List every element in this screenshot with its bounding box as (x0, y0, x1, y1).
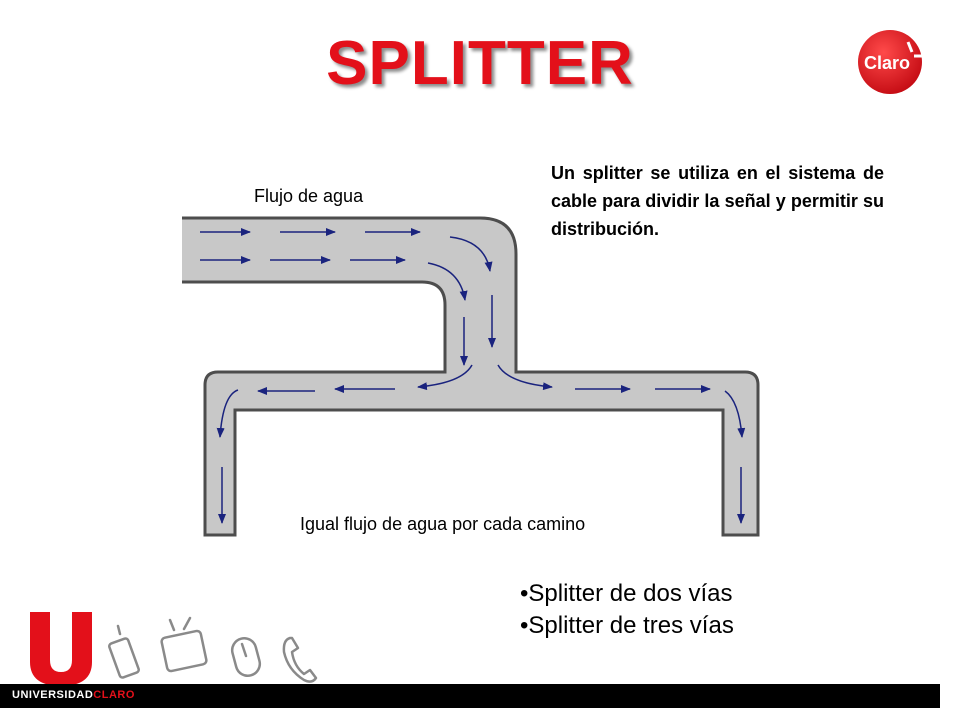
list-item: •Splitter de tres vías (520, 612, 734, 639)
flow-arrow (417, 364, 473, 391)
flow-arrow (427, 262, 468, 301)
telephone-icon (282, 636, 318, 683)
mobile-phone-icon (108, 624, 140, 679)
page-title: SPLITTER (326, 29, 634, 98)
television-icon (160, 616, 208, 673)
flow-arrows (200, 228, 746, 524)
flow-arrow (497, 364, 553, 391)
footer-icons (30, 612, 318, 686)
flow-label-output: Igual flujo de agua por cada camino (300, 514, 586, 534)
description-text: Un splitter se utiliza en el sistema de … (551, 163, 884, 239)
computer-mouse-icon (230, 636, 262, 678)
claro-logo: Claro (858, 30, 926, 94)
footer-brand-text: UNIVERSIDADCLARO (12, 689, 135, 701)
footer-bar: UNIVERSIDADCLARO (0, 684, 940, 708)
logo-circle (858, 30, 922, 94)
footer-prefix: UNIVERSIDAD (12, 689, 94, 701)
splitter-diagram (182, 216, 760, 537)
logo-ray (906, 41, 914, 53)
list-item: •Splitter de dos vías (520, 580, 733, 607)
flow-arrow (724, 390, 746, 438)
pipe-shape (182, 216, 760, 537)
footer-brand: CLARO (93, 689, 135, 701)
flow-label-input: Flujo de agua (254, 186, 364, 206)
universidad-u-logo (30, 612, 92, 686)
logo-text: Claro (864, 53, 910, 73)
splitter-types-list: •Splitter de dos vías •Splitter de tres … (520, 578, 734, 642)
flow-arrow (449, 236, 493, 272)
flow-arrow (216, 389, 239, 438)
